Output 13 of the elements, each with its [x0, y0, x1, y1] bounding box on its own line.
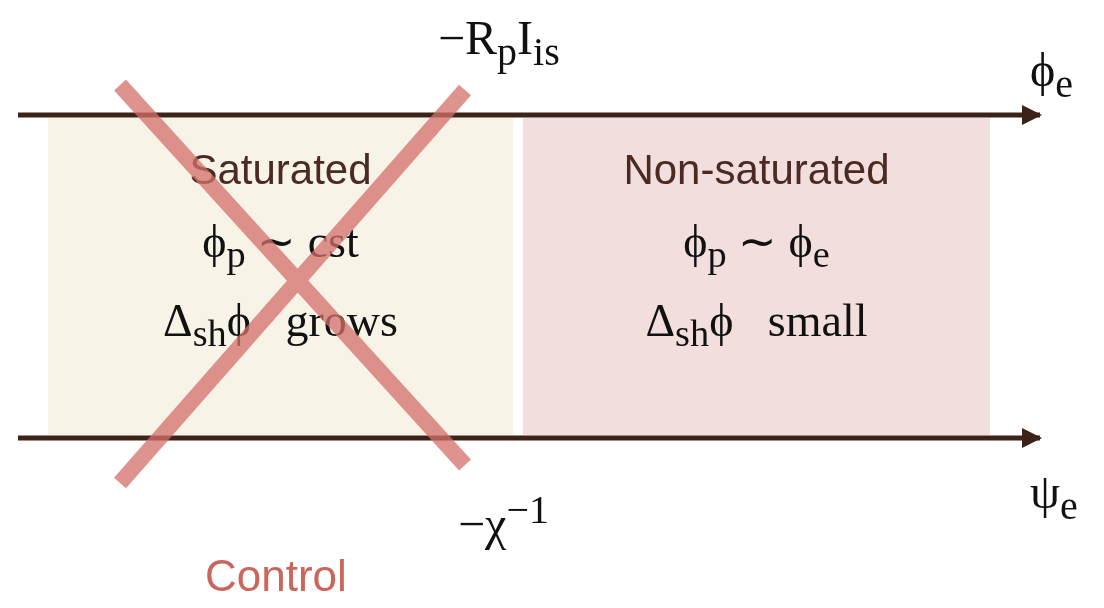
- region-heading: Saturated: [189, 146, 372, 194]
- annotation-text: Control: [205, 552, 347, 601]
- formula-text: ϕ$_{p}$ ∼ ϕ$_{e}$: [683, 215, 830, 277]
- formula-text: Δ$_{sh}$ϕ grows: [163, 294, 398, 356]
- region-heading: Non-saturated: [623, 146, 890, 194]
- axis-value-label: −R$_{p}$I$_{is}$: [438, 12, 560, 74]
- formula-text: ϕ$_{p}$ ∼ cst: [202, 215, 359, 277]
- axis-value-label: −χ$^{−1}$: [458, 488, 549, 551]
- axis-label: ϕ$_{e}$: [1030, 44, 1074, 106]
- region-box: [523, 118, 990, 435]
- region-box: [48, 118, 513, 435]
- axis-label: ψ$_{e}$: [1030, 466, 1078, 528]
- formula-text: Δ$_{sh}$ϕ small: [645, 294, 868, 356]
